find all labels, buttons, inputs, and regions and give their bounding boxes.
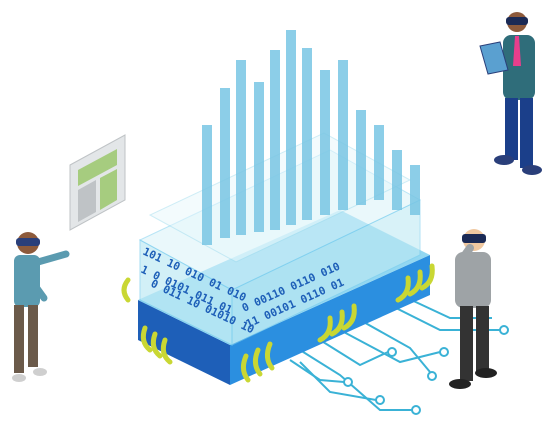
qubit-pillars (202, 30, 420, 245)
chip-pins (121, 263, 435, 383)
vr-headset-icon (462, 234, 486, 243)
person-top-right (479, 12, 542, 175)
person-bottom-right (449, 229, 497, 389)
vr-headset-icon (16, 238, 40, 246)
floating-hologram-panel (69, 134, 126, 231)
vr-headset-icon (506, 17, 528, 25)
person-left (12, 232, 70, 382)
tablet-icon (479, 41, 509, 75)
